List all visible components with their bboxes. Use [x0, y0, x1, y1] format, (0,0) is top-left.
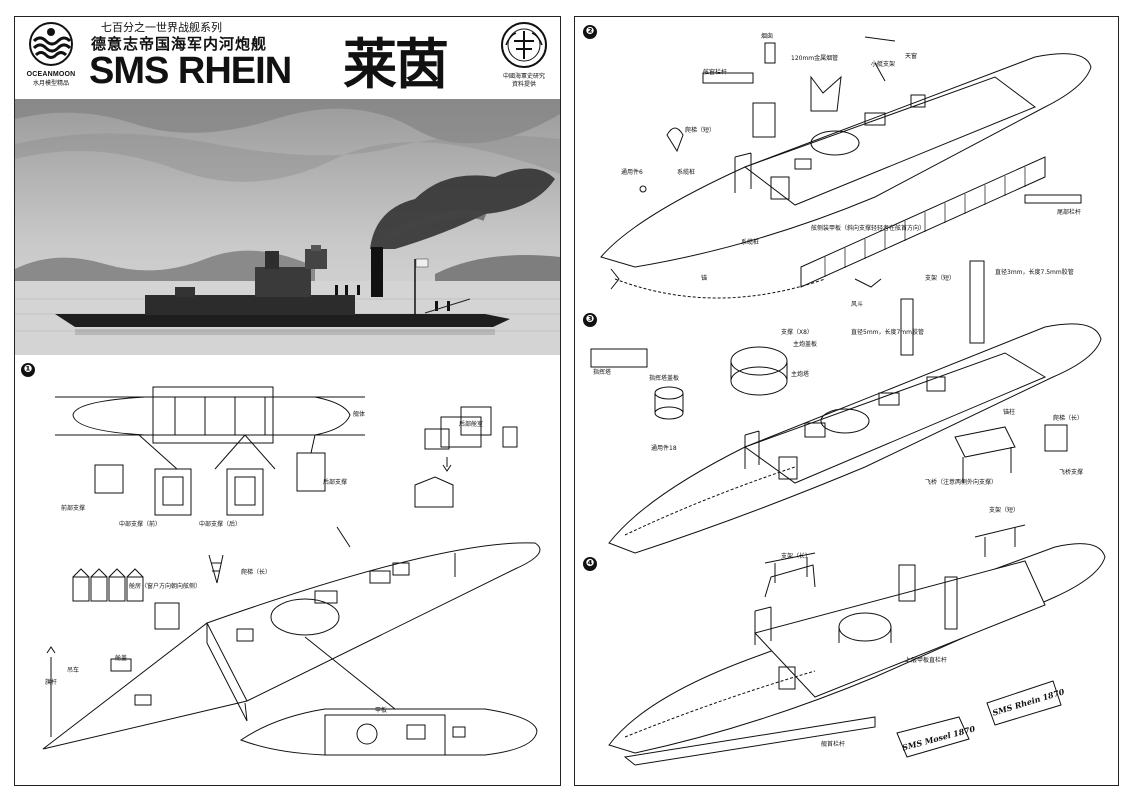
label-vent: 风斗 — [851, 301, 864, 308]
label-general-part-18: 通用件18 — [651, 445, 677, 452]
label-support-x8: 支撑（X8） — [781, 329, 813, 336]
label-funnel: 烟囱 — [761, 33, 774, 40]
label-boat-rack: 小艇支架 — [871, 61, 896, 68]
label-hull: 舰体 — [353, 411, 366, 418]
ship-painting — [15, 99, 560, 355]
seal-emblem-icon — [501, 22, 547, 68]
label-front-support: 前部支撑 — [61, 505, 86, 512]
seal-caption-2: 資料提供 — [511, 81, 536, 88]
label-bridge-support: 飞桥支撑 — [1059, 469, 1084, 476]
research-seal: 中國海軍史研究 資料提供 — [494, 21, 554, 89]
label-pipe-3mm: 直径3mm，长度7.5mm胶管 — [995, 269, 1074, 276]
label-support-long: 支架（长） — [781, 553, 812, 560]
right-instruction-page: ❷ ❸ ❹ — [574, 16, 1119, 786]
label-control-tower: 指挥塔 — [593, 369, 612, 376]
oceanmoon-logo: OCEANMOON 水月模型精品 — [23, 21, 79, 95]
label-upper-rail: 上层甲板直栏杆 — [905, 657, 948, 664]
label-ladder-short: 爬梯（短） — [685, 127, 716, 134]
label-stern-rail: 尾部栏杆 — [1057, 209, 1082, 216]
label-deck: 甲板 — [375, 707, 388, 714]
wave-emblem-icon — [29, 22, 73, 66]
step-3-badge: ❸ — [583, 313, 597, 327]
ship-name-chinese: 莱茵 — [343, 33, 449, 96]
label-cabin-note: 舱房（窗户方向朝向舷侧） — [129, 583, 202, 590]
brand-name: OCEANMOON — [26, 71, 76, 78]
label-bollard-2: 系缆桩 — [741, 239, 760, 246]
label-main-turret: 主炮塔 — [791, 371, 810, 378]
label-support-short-4: 支架（短） — [989, 507, 1020, 514]
label-side-plate: 舷侧装甲板（斜向支撑轻轻者在舷首方向） — [811, 225, 926, 232]
steps-2-4-diagram — [590, 36, 1106, 766]
step-1-diagram — [42, 386, 541, 756]
label-flagpole: 旗杆 — [45, 679, 58, 686]
ship-class-title: 德意志帝国海军内河炮舰 — [91, 35, 268, 53]
label-pipe-5mm: 直径5mm，长度7mm胶管 — [851, 329, 925, 336]
label-vent-pipe: 120mm金属烟管 — [791, 55, 839, 62]
step-2-badge: ❷ — [583, 25, 597, 39]
label-anchor-post: 锚柱 — [1003, 409, 1016, 416]
step-4-badge: ❹ — [583, 557, 597, 571]
label-bollard-1: 系缆桩 — [677, 169, 696, 176]
label-turret-cover: 主炮盖板 — [793, 341, 818, 348]
label-skylight: 天窗 — [905, 53, 918, 60]
label-bow-rail: 舰首栏杆 — [821, 741, 846, 748]
label-bridge: 飞桥（注意两侧外向支撑） — [925, 479, 998, 486]
seal-caption-1: 中國海軍史研究 — [502, 73, 545, 80]
step-1-badge: ❶ — [21, 363, 35, 377]
header-banner: OCEANMOON 水月模型精品 七百分之一世界战舰系列 德意志帝国海军内河炮舰… — [15, 17, 560, 97]
label-hatch: 舱盖 — [115, 655, 128, 662]
label-rear-support: 后部支撑 — [323, 479, 348, 486]
label-crane: 吊车 — [67, 667, 80, 674]
label-aft-cabin: 后部舱室 — [459, 421, 484, 428]
label-anchor: 锚 — [701, 275, 708, 282]
left-instruction-page: OCEANMOON 水月模型精品 七百分之一世界战舰系列 德意志帝国海军内河炮舰… — [14, 16, 561, 786]
label-support-short-3: 支架（短） — [925, 275, 956, 282]
label-rail: 舷窗栏杆 — [703, 69, 728, 76]
ship-name-english: SMS RHEIN — [89, 50, 292, 92]
label-mid-rear-support: 中部支撑（后） — [199, 521, 242, 528]
label-tower-cover: 指挥塔盖板 — [649, 375, 680, 382]
brand-subtitle: 水月模型精品 — [32, 80, 69, 87]
label-general-part-6: 通用件6 — [621, 169, 643, 176]
label-ladder-long: 爬梯（长） — [241, 569, 272, 576]
label-mid-front-support: 中部支撑（前） — [119, 521, 162, 528]
series-title: 七百分之一世界战舰系列 — [101, 21, 222, 34]
label-ladder-long-3: 爬梯（长） — [1053, 415, 1084, 422]
